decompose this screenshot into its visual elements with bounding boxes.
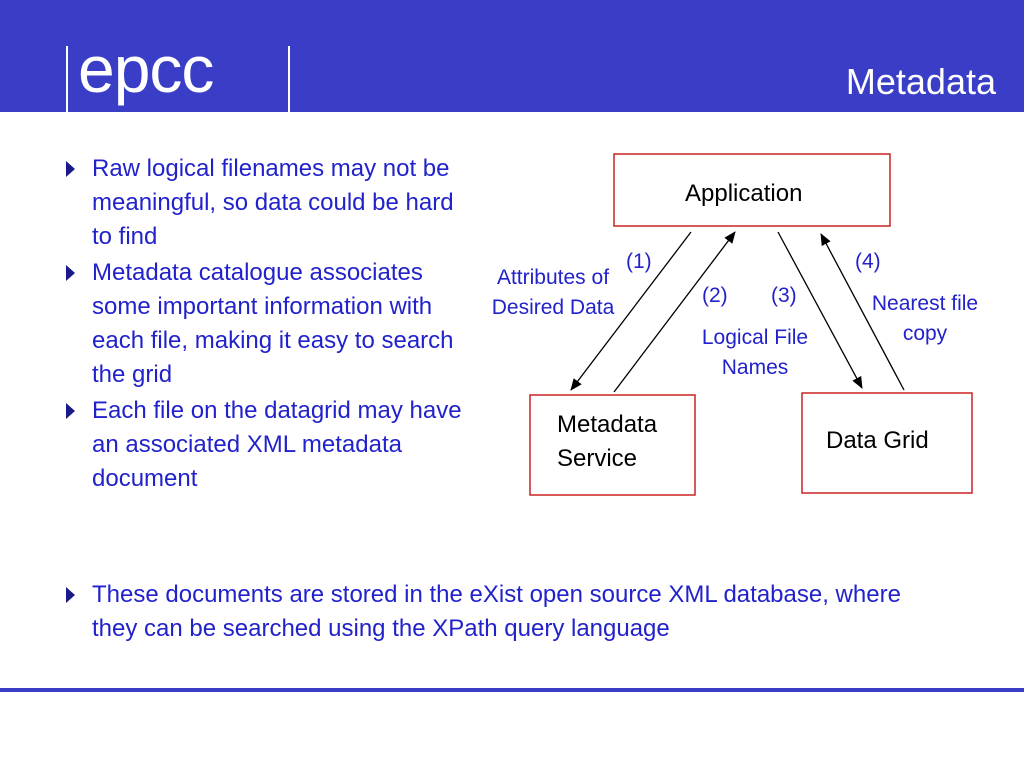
metadata-service-label-line1: Metadata xyxy=(557,411,658,438)
arrow-2 xyxy=(613,231,736,393)
logical-file-names-line2: Names xyxy=(721,356,789,379)
bullet-text: Raw logical filenames may not be meaning… xyxy=(92,155,454,250)
slide-title: Metadata xyxy=(845,61,996,102)
epcc-logo: epcc xyxy=(66,36,292,114)
bullet-arrow-icon xyxy=(66,403,75,419)
bullet-arrow-icon xyxy=(66,161,75,177)
nearest-file-copy-line2: copy xyxy=(902,322,948,345)
bullet-text: Each file on the datagrid may have an as… xyxy=(92,397,462,492)
application-box xyxy=(613,153,891,227)
bullet-item: Metadata catalogue associates some impor… xyxy=(62,256,462,392)
arrow-1 xyxy=(570,231,692,391)
bullet-text: Metadata catalogue associates some impor… xyxy=(92,259,454,388)
data-grid-box xyxy=(801,392,973,494)
arrow-4 xyxy=(820,233,905,391)
logo-right-bar xyxy=(288,46,290,112)
arrow-3 xyxy=(777,231,863,389)
step-1-label: (1) xyxy=(626,250,652,273)
step-3-label: (3) xyxy=(771,284,797,307)
data-grid-label: Data Grid xyxy=(826,427,929,454)
nearest-file-copy-line1: Nearest file xyxy=(871,292,979,315)
attributes-label-line1: Attributes of xyxy=(496,266,610,289)
application-label: Application xyxy=(685,180,803,207)
logo-text: epcc xyxy=(78,32,214,106)
bullet-arrow-icon xyxy=(66,265,75,281)
bullet-arrow-icon xyxy=(66,587,75,603)
step-4-label: (4) xyxy=(855,250,881,273)
metadata-service-label-line2: Service xyxy=(557,445,638,472)
bottom-bullet-item: These documents are stored in the eXist … xyxy=(62,578,912,646)
header-bar: epcc Metadata xyxy=(0,0,1024,112)
bullet-list: Raw logical filenames may not be meaning… xyxy=(62,152,462,498)
bottom-bullet-text: These documents are stored in the eXist … xyxy=(92,581,901,642)
logical-file-names-line1: Logical File xyxy=(701,326,809,349)
metadata-service-box xyxy=(529,394,696,496)
bullet-item: Raw logical filenames may not be meaning… xyxy=(62,152,462,254)
bullet-item: Each file on the datagrid may have an as… xyxy=(62,394,462,496)
logo-left-bar xyxy=(66,46,68,112)
attributes-label-line2: Desired Data xyxy=(491,296,615,319)
step-2-label: (2) xyxy=(702,284,728,307)
footer-divider xyxy=(0,688,1024,692)
